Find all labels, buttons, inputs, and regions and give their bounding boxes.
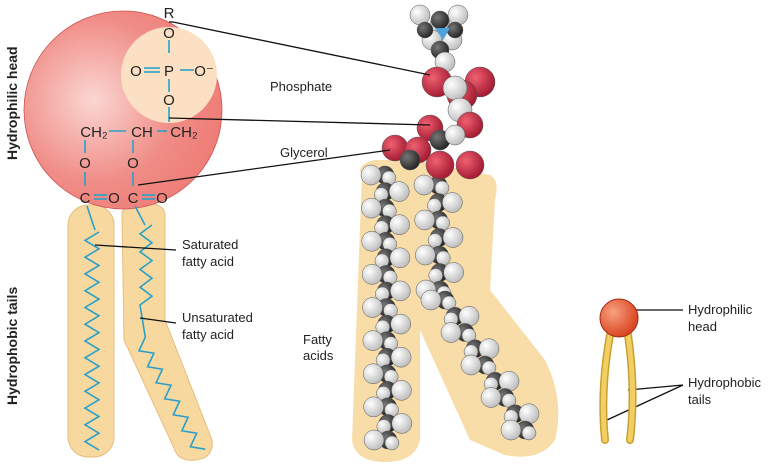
carbon-atom xyxy=(430,10,450,30)
phospholipid-icon xyxy=(599,298,639,444)
hydrogen-atom xyxy=(518,403,540,424)
hydrogen-atom xyxy=(388,181,410,202)
hydrogen-atom xyxy=(363,363,384,384)
hydrogen-atom xyxy=(460,354,482,376)
carbonyl-o-2: O xyxy=(156,190,168,207)
hydrogen-atom xyxy=(440,322,462,343)
fatty-acids-label-2: acids xyxy=(303,348,334,363)
unsaturated-label: Unsaturated xyxy=(182,310,253,325)
saturated-label: Saturated xyxy=(182,237,238,252)
carbon-atom xyxy=(399,149,421,171)
icon-head-label: Hydrophilic xyxy=(688,302,753,317)
hydrogen-atom xyxy=(391,413,413,434)
hydrogen-atom xyxy=(414,209,435,231)
icon-tails-label-2: tails xyxy=(688,392,712,407)
nitrogen-atom xyxy=(435,28,450,40)
saturated-chain xyxy=(83,231,101,451)
hydrogen-atom xyxy=(390,346,412,368)
hydrogen-atom xyxy=(442,192,463,213)
icon-tails-label: Hydrophobic xyxy=(688,375,761,390)
hydrogen-atom xyxy=(361,231,382,252)
hydrogen-atom xyxy=(363,396,384,418)
atom-o-minus: O⁻ xyxy=(194,63,214,80)
carbonyl-o-1: O xyxy=(108,190,120,207)
ester-o-2: O xyxy=(127,155,139,172)
hydrogen-atom xyxy=(443,262,464,283)
atom-o-double: O xyxy=(130,63,142,80)
hydrogen-atom xyxy=(413,174,435,196)
carbon-atom xyxy=(446,21,464,39)
carbon-atom xyxy=(416,21,434,39)
hydrogen-atom xyxy=(436,250,451,266)
atom-o-bottom: O xyxy=(163,92,175,109)
glycerol-label: Glycerol xyxy=(280,145,328,160)
ch2-right: CH₂ xyxy=(170,124,198,141)
hydrogen-atom xyxy=(390,280,411,302)
unsaturated-label-2: fatty acid xyxy=(182,327,234,342)
hydrogen-atom xyxy=(521,425,537,441)
hydrogen-atom xyxy=(389,214,410,235)
hydrogen-atom xyxy=(427,233,443,248)
hydrophilic-head-label: Hydrophilic head xyxy=(4,46,20,160)
icon-tail-right-fill xyxy=(625,332,636,443)
hydrogen-atom xyxy=(420,289,442,311)
phosphate-label: Phosphate xyxy=(270,79,332,94)
hydrogen-atom xyxy=(434,180,450,196)
oxygen-atom xyxy=(455,150,485,180)
hydrogen-atom xyxy=(444,124,466,146)
hydrogen-atom xyxy=(427,198,442,213)
hydrogen-atom xyxy=(391,380,412,401)
unsaturated-chain xyxy=(137,224,206,450)
ester-o-1: O xyxy=(79,155,91,172)
hydrogen-atom xyxy=(435,215,450,231)
hydrogen-atom xyxy=(442,75,468,101)
hydrogen-atom xyxy=(442,227,464,248)
atom-p: P xyxy=(164,63,174,80)
atom-r: R xyxy=(164,5,175,22)
icon-tail-left-fill xyxy=(600,332,613,443)
phosphate-zone xyxy=(121,27,217,123)
hydrogen-atom xyxy=(500,419,522,441)
hydrogen-atom xyxy=(428,268,443,283)
ch2-left: CH₂ xyxy=(80,124,108,141)
carbonyl-c-2: C xyxy=(128,190,139,207)
hydrogen-atom xyxy=(384,435,400,451)
bonds xyxy=(84,40,194,231)
hydrogen-atom xyxy=(458,306,480,327)
hydrogen-atom xyxy=(447,4,469,26)
hydrogen-atom xyxy=(363,429,385,451)
space-filling-model xyxy=(360,4,540,451)
hydrogen-atom xyxy=(361,197,382,219)
oxygen-atom xyxy=(425,150,455,180)
saturated-tail-shape xyxy=(67,204,115,458)
ch: CH xyxy=(131,124,153,141)
hydrogen-atom xyxy=(362,297,383,318)
carbonyl-c-1: C xyxy=(80,190,91,207)
hydrogen-atom xyxy=(415,244,436,266)
hydrogen-atom xyxy=(389,247,411,269)
hydrogen-atom xyxy=(498,371,520,392)
hydrophobic-tails-label: Hydrophobic tails xyxy=(4,287,20,405)
atom-o-top: O xyxy=(163,25,175,42)
fatty-acids-label: Fatty xyxy=(303,332,332,347)
icon-head-label-2: head xyxy=(688,319,717,334)
hydrogen-atom xyxy=(390,313,411,335)
saturated-label-2: fatty acid xyxy=(182,254,234,269)
hydrogen-atom xyxy=(480,387,502,408)
hydrogen-atom xyxy=(360,164,382,186)
hydrogen-atom xyxy=(361,264,383,285)
hydrogen-atom xyxy=(478,338,500,359)
icon-head xyxy=(599,298,639,338)
leader-lines xyxy=(94,21,684,421)
hydrogen-atom xyxy=(362,330,384,351)
